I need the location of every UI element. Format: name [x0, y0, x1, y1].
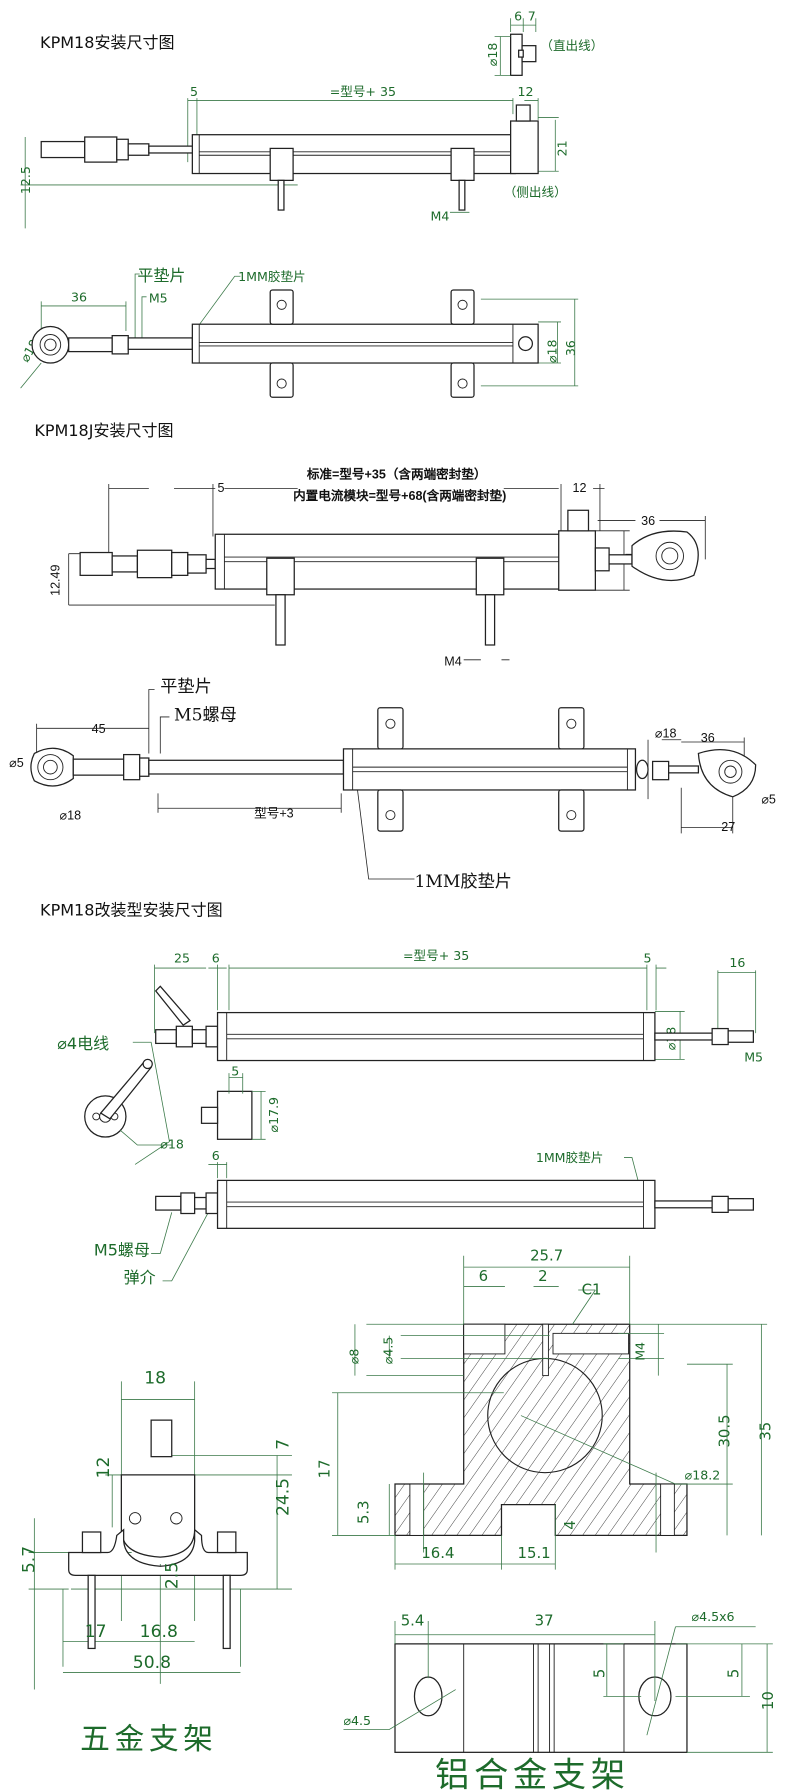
- dim-12: 12: [94, 1457, 114, 1479]
- dim-30-5: 30.5: [715, 1414, 733, 1447]
- dim-dia-18: ⌀18: [485, 43, 500, 67]
- dim-5-4: 5.4: [401, 1612, 425, 1630]
- dim-10: 10: [759, 1691, 777, 1710]
- dim-16: 16: [729, 955, 745, 970]
- dim-length-standard: 标准=型号+35（含两端密封垫）: [306, 466, 487, 481]
- dim-5-right: 5: [724, 1669, 742, 1678]
- kpm18j-top-view: 平垫片 M5螺母 45 ⌀5 ⌀18 型号+3 1MM胶垫片 ⌀18 36 36…: [9, 677, 776, 892]
- section-title: KPM18安装尺寸图: [40, 33, 175, 52]
- dim-eye-18: ⌀18: [60, 809, 82, 823]
- straight-outlet-view: 6 7 ⌀18 （直出线）: [485, 9, 603, 76]
- dim-c1: C1: [582, 1281, 602, 1299]
- dim-45: 45: [92, 722, 106, 736]
- dim-35: 35: [757, 1422, 775, 1441]
- label-side-outlet: （侧出线）: [504, 184, 567, 199]
- kpm18j-side-view: 5 标准=型号+35（含两端密封垫） 内置电流模块=型号+68(含两端密封垫) …: [49, 466, 706, 669]
- kpm18-side-view: 5 =型号+ 35 12 21 12.5 M4 （侧出线）: [18, 84, 570, 229]
- label-m5: M5: [744, 1050, 763, 1065]
- dim-2-5: 2.5: [162, 1562, 182, 1589]
- dim-37: 37: [535, 1612, 554, 1630]
- section-kpm18-modified: KPM18改装型安装尺寸图 25 6 =型号+ 35 5 16 ⌀4电线 ⌀18…: [40, 901, 763, 1288]
- dim-hole-5-left: ⌀5: [9, 756, 24, 770]
- label-m5: M5: [149, 291, 168, 306]
- dim-m4: M4: [430, 208, 449, 223]
- dim-2: 2: [538, 1267, 547, 1285]
- dim-17: 17: [316, 1459, 334, 1478]
- label-spring-washer: 弹介: [124, 1268, 156, 1287]
- dim-16-4: 16.4: [421, 1544, 454, 1562]
- label-rubber-pad: 1MM胶垫片: [414, 872, 511, 892]
- section-kpm18j: KPM18J安装尺寸图 5 标准=型号+35（含两端密封垫） 内置电流模块=型号…: [9, 421, 776, 892]
- dim-6: 6: [212, 950, 220, 965]
- dim-dia-8: ⌀8: [346, 1349, 361, 1365]
- hardware-bracket: 18 7 12 24.5 5.7 2.5 17 16.8 50.8 五金支架: [19, 1369, 293, 1757]
- dim-5: 5: [643, 950, 651, 965]
- dim-holes-4-5x6: ⌀4.5x6: [692, 1609, 735, 1624]
- dim-15-1: 15.1: [518, 1544, 551, 1562]
- dim-18: 18: [144, 1369, 166, 1389]
- dim-27: 27: [721, 820, 735, 834]
- dim-dia-4-5: ⌀4.5: [343, 1713, 371, 1728]
- dim-dia-4-5: ⌀4.5: [381, 1337, 396, 1365]
- dim-m4: M4: [633, 1342, 648, 1361]
- kpm18-top-view: 平垫片 M5 1MM胶垫片 36 ⌀18 ⌀18 36: [17, 266, 579, 398]
- label-m5-nut: M5螺母: [174, 705, 237, 725]
- dim-5: 5: [218, 481, 225, 495]
- label-straight-outlet: （直出线）: [540, 38, 603, 53]
- dim-5-7: 5.7: [19, 1546, 39, 1573]
- modified-side-view: 25 6 =型号+ 35 5 16 ⌀4电线 ⌀18 M5: [57, 948, 763, 1165]
- label-rubber-pad: 1MM胶垫片: [536, 1150, 603, 1165]
- label-cable: ⌀4电线: [57, 1034, 109, 1053]
- dim-50-8: 50.8: [133, 1653, 171, 1673]
- label-m5-nut: M5螺母: [94, 1241, 150, 1260]
- dim-4: 4: [561, 1520, 579, 1529]
- dim-36-right: 36: [641, 514, 655, 528]
- label-flat-washer: 平垫片: [160, 677, 211, 697]
- dim-5-3: 5.3: [355, 1500, 373, 1524]
- modified-end-views: ⌀18 5 ⌀17.9: [84, 1058, 281, 1151]
- dim-36-span: 36: [563, 340, 578, 356]
- dim-length-current-module: 内置电流模块=型号+68(含两端密封垫): [293, 488, 506, 503]
- dim-dia-17-9: ⌀17.9: [266, 1097, 281, 1132]
- bracket-label: 铝合金支架: [435, 1756, 630, 1790]
- dim-25: 25: [174, 950, 190, 965]
- bracket-label: 五金支架: [80, 1722, 217, 1757]
- section-kpm18: KPM18安装尺寸图 6 7 ⌀18 （直出线） 5 =型号+ 35 12 21…: [17, 9, 603, 398]
- dim-7: 7: [273, 1439, 293, 1450]
- dim-rod: 型号+3: [254, 806, 294, 820]
- dim-5: 5: [231, 1063, 239, 1078]
- dim-21: 21: [555, 140, 570, 156]
- dim-6: 6: [212, 1148, 220, 1163]
- dim-m4: M4: [444, 655, 461, 669]
- dim-dia-18: ⌀18: [544, 339, 559, 363]
- dim-36: 36: [71, 289, 87, 304]
- modified-bottom-view: 6 1MM胶垫片 M5螺母 弹介: [94, 1148, 754, 1287]
- dim-25-7: 25.7: [530, 1246, 563, 1264]
- label-flat-washer: 平垫片: [137, 266, 185, 285]
- dim-6: 6: [479, 1267, 488, 1285]
- dim-12-49: 12.49: [49, 565, 63, 596]
- label-rubber-pad: 1MM胶垫片: [238, 269, 305, 284]
- dim-36-right: 36: [701, 731, 715, 745]
- dim-16-8: 16.8: [140, 1622, 178, 1642]
- aluminum-bracket: 25.7 6 2 C1 ⌀8 ⌀4.5 M4 30.5 35 17 ⌀18.2 …: [316, 1246, 777, 1790]
- section-title: KPM18J安装尺寸图: [34, 421, 173, 440]
- dim-12-5: 12.5: [18, 166, 33, 194]
- dim-12: 12: [518, 84, 534, 99]
- dim-7: 7: [528, 9, 536, 24]
- dim-24-5: 24.5: [273, 1478, 293, 1516]
- dim-17: 17: [85, 1622, 107, 1642]
- dim-5: 5: [190, 84, 198, 99]
- dim-5-left: 5: [591, 1669, 609, 1678]
- dim-6: 6: [514, 9, 522, 24]
- dim-dia-18-2: ⌀18.2: [685, 1468, 721, 1483]
- dim-length: =型号+ 35: [403, 948, 469, 963]
- dim-length: =型号+ 35: [330, 84, 396, 99]
- section-title: KPM18改装型安装尺寸图: [40, 901, 223, 920]
- dim-disc-18: ⌀18: [160, 1136, 184, 1151]
- dim-12: 12: [572, 481, 586, 495]
- dim-dia-18: ⌀18: [655, 726, 677, 740]
- dim-hole-5-right: ⌀5: [761, 793, 776, 807]
